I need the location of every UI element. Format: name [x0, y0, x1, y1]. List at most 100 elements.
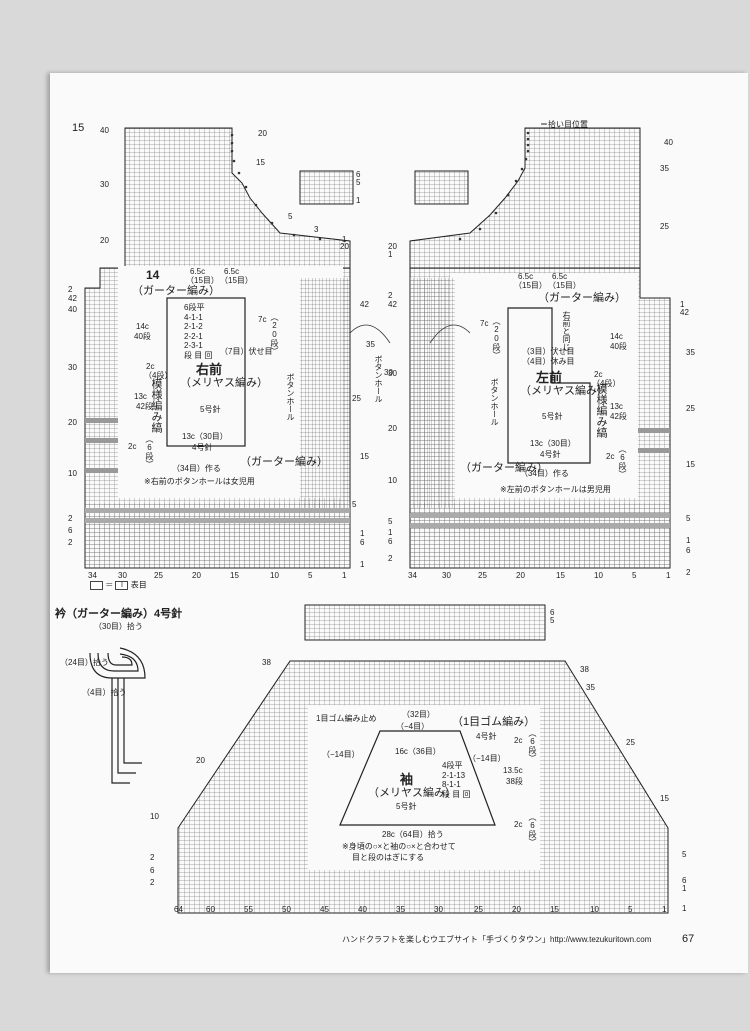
legend-label: 表目	[130, 580, 147, 590]
rf-top-width-a: 6.5c	[190, 267, 206, 276]
count-lf-bottom-0: 34	[408, 571, 417, 580]
pattern-page: 15 ＝拾い目位置 14 （ガーター編み） 6.5c （15目） 6.5c （1…	[50, 73, 748, 973]
rf-hem-rows2: （6段）	[145, 435, 154, 468]
sl-rib-needle: 4号針	[476, 732, 497, 741]
knitting-chart-graphics	[84, 127, 671, 914]
count-strip-a-0: 6	[356, 170, 361, 179]
lf-border-label-b: （ガーター編み）	[460, 462, 548, 474]
legend-pickup: ＝拾い目位置	[540, 120, 588, 129]
page-number: 67	[682, 933, 695, 945]
count-rf-top-left-1: 30	[100, 180, 109, 189]
rf-border-label: （ガーター編み）	[132, 285, 220, 297]
count-rf-top-right-4: 1	[342, 235, 347, 244]
count-rf-bottom-2: 25	[154, 571, 163, 580]
count-rf-right-0: 42	[360, 300, 369, 309]
lf-hem-rows2: （6段）	[618, 445, 627, 478]
strip-left-top	[414, 170, 469, 205]
count-sl-right-3: 15	[660, 794, 669, 803]
sl-dec-a: （−4目）	[396, 722, 430, 731]
lf-top-width-a-sts: （15目）	[514, 281, 547, 290]
count-lf-top-right-2: 25	[660, 222, 669, 231]
pickup-dots-right-front	[230, 133, 322, 241]
rf-title: 右前	[196, 362, 223, 377]
count-sl-bottom-0: 64	[174, 905, 183, 914]
count-rf-top-right-1: 15	[256, 158, 265, 167]
count-sl-bottom-5: 40	[358, 905, 367, 914]
lf-side-rows: 40段	[610, 342, 627, 351]
count-rf-left-0: 2	[68, 285, 73, 294]
collar-pick-a: （30目）拾う	[94, 622, 143, 631]
center-rows: 30	[384, 368, 393, 377]
strip-right-top	[299, 170, 354, 205]
rf-hem-rows: （4段）	[144, 371, 173, 380]
count-lf-top-right-1: 35	[660, 164, 669, 173]
count-rf-right-3: 5	[352, 500, 357, 509]
lf-buttonhole: ボタンホール	[490, 378, 499, 426]
count-rf-top-right-2: 5	[288, 212, 293, 221]
count-rf-bottom-5: 10	[270, 571, 279, 580]
lf-neck-depth: 7c	[480, 319, 489, 328]
count-sl-right-0: 38	[580, 665, 589, 674]
sl-body-len: 13.5c	[503, 766, 523, 775]
rf-top-width-b: 6.5c	[224, 267, 240, 276]
count-rf-right-6: 1	[360, 560, 365, 569]
lf-title: 左前	[536, 370, 563, 385]
lf-hem-rows: （4段）	[592, 379, 621, 388]
count-sl-left-1: 20	[196, 756, 205, 765]
count-lf-left-3: 42	[388, 300, 397, 309]
sl-rib-stop: 1目ゴム編み止め	[316, 714, 377, 723]
count-sl-left-3: 2	[150, 853, 155, 862]
count-sl-bottom-13: 1	[662, 905, 667, 914]
count-sl-right-5: 1	[682, 904, 687, 913]
legend-eq: ＝	[105, 580, 114, 590]
legend-square-icon	[90, 581, 103, 590]
sl-note2: 目と段のはぎにする	[352, 853, 425, 862]
count-lf-left-10: 2	[388, 554, 393, 563]
sl-top-width: 16c（36目）	[395, 747, 441, 756]
center-arrows	[349, 324, 471, 344]
collar-strip-chart	[304, 604, 546, 641]
rf-hem-len2: 2c	[128, 442, 137, 451]
rf-number: 14	[146, 268, 160, 282]
stitch-legend: ＝ I 表目	[90, 581, 147, 590]
count-rf-bottom-0: 34	[88, 571, 97, 580]
count-sl-bottom-1: 60	[206, 905, 215, 914]
rf-lower-rows: 42段	[136, 402, 153, 411]
count-rf-left-5: 10	[68, 469, 77, 478]
count-rf-left-6: 2	[68, 514, 73, 523]
lf-bind-off: （3目）伏せ目	[522, 347, 575, 356]
lf-top-width-b-sts: （15目）	[548, 281, 581, 290]
count-sl-right-7: 1	[682, 884, 687, 893]
lf-needle: 5号針	[542, 412, 563, 421]
lf-pattern: 模様編み縞	[595, 383, 607, 438]
count-sl-left-0: 38	[262, 658, 271, 667]
collar-diagram	[89, 647, 146, 784]
center-buttonhole: ボタンホール	[374, 355, 383, 403]
count-sl-bottom-12: 5	[628, 905, 633, 914]
count-rf-left-3: 30	[68, 363, 77, 372]
rf-shaping-1: 4-1-1	[184, 312, 203, 322]
sl-hem-len: 2c	[514, 820, 523, 829]
rf-bind-off: （7目）伏せ目	[220, 347, 273, 356]
count-strip-a-2: 1	[356, 196, 361, 205]
footer-text: ハンドクラフトを楽しむウエブサイト「手づくりタウン」http://www.tez…	[342, 935, 652, 944]
sl-rib-rows: （6段）	[528, 729, 537, 762]
sl-hem-rows: （6段）	[528, 813, 537, 846]
lf-rest: （4目）休み目	[522, 357, 575, 366]
count-rf-bottom-7: 1	[342, 571, 347, 580]
count-lf-left-6: 10	[388, 476, 397, 485]
count-rf-right-4: 1	[360, 529, 365, 538]
sl-shaping-3: 段 目 回	[442, 789, 471, 799]
count-sl-bottom-4: 45	[320, 905, 329, 914]
count-lf-left-5: 20	[388, 424, 397, 433]
rf-note: ※右前のボタンホールは女児用	[144, 477, 255, 486]
count-sl-bottom-7: 30	[434, 905, 443, 914]
rf-pattern: 模様編み縞	[150, 378, 162, 433]
rf-border-label-b: （ガーター編み）	[240, 456, 328, 468]
right-front-chart	[84, 127, 351, 569]
count-lf-right-0: 1	[680, 300, 685, 309]
sl-title: 袖	[400, 772, 414, 787]
collar-pick-c: （4目）拾う	[82, 688, 127, 697]
collar-pick-b: （24目）拾う	[60, 658, 109, 667]
rf-hem-len: 2c	[146, 362, 155, 371]
